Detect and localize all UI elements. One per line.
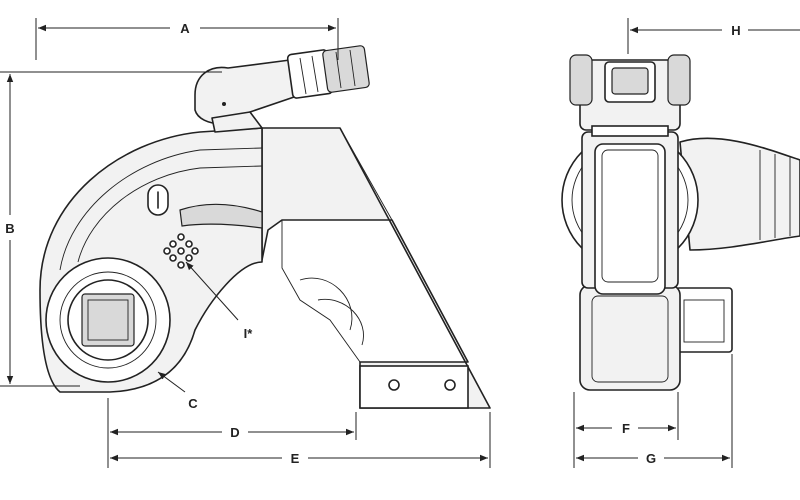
label-G: G — [646, 451, 656, 466]
dimension-lines: A B C I* D E H F — [0, 18, 800, 468]
swivel-fitting — [194, 45, 370, 133]
label-A: A — [180, 21, 190, 36]
label-D: D — [230, 425, 239, 440]
side-view — [39, 45, 491, 409]
arm-hole-left — [388, 379, 400, 391]
label-H: H — [731, 23, 740, 38]
reaction-arm — [261, 127, 491, 409]
front-arm — [679, 137, 800, 251]
label-E: E — [291, 451, 300, 466]
label-I: I* — [244, 326, 254, 341]
front-view — [561, 54, 800, 391]
label-C: C — [188, 396, 198, 411]
square-drive — [81, 293, 135, 347]
arm-hole-right — [444, 379, 456, 391]
label-F: F — [622, 421, 630, 436]
bolt-circle — [163, 233, 199, 269]
lower-block — [579, 284, 681, 391]
label-B: B — [5, 221, 14, 236]
